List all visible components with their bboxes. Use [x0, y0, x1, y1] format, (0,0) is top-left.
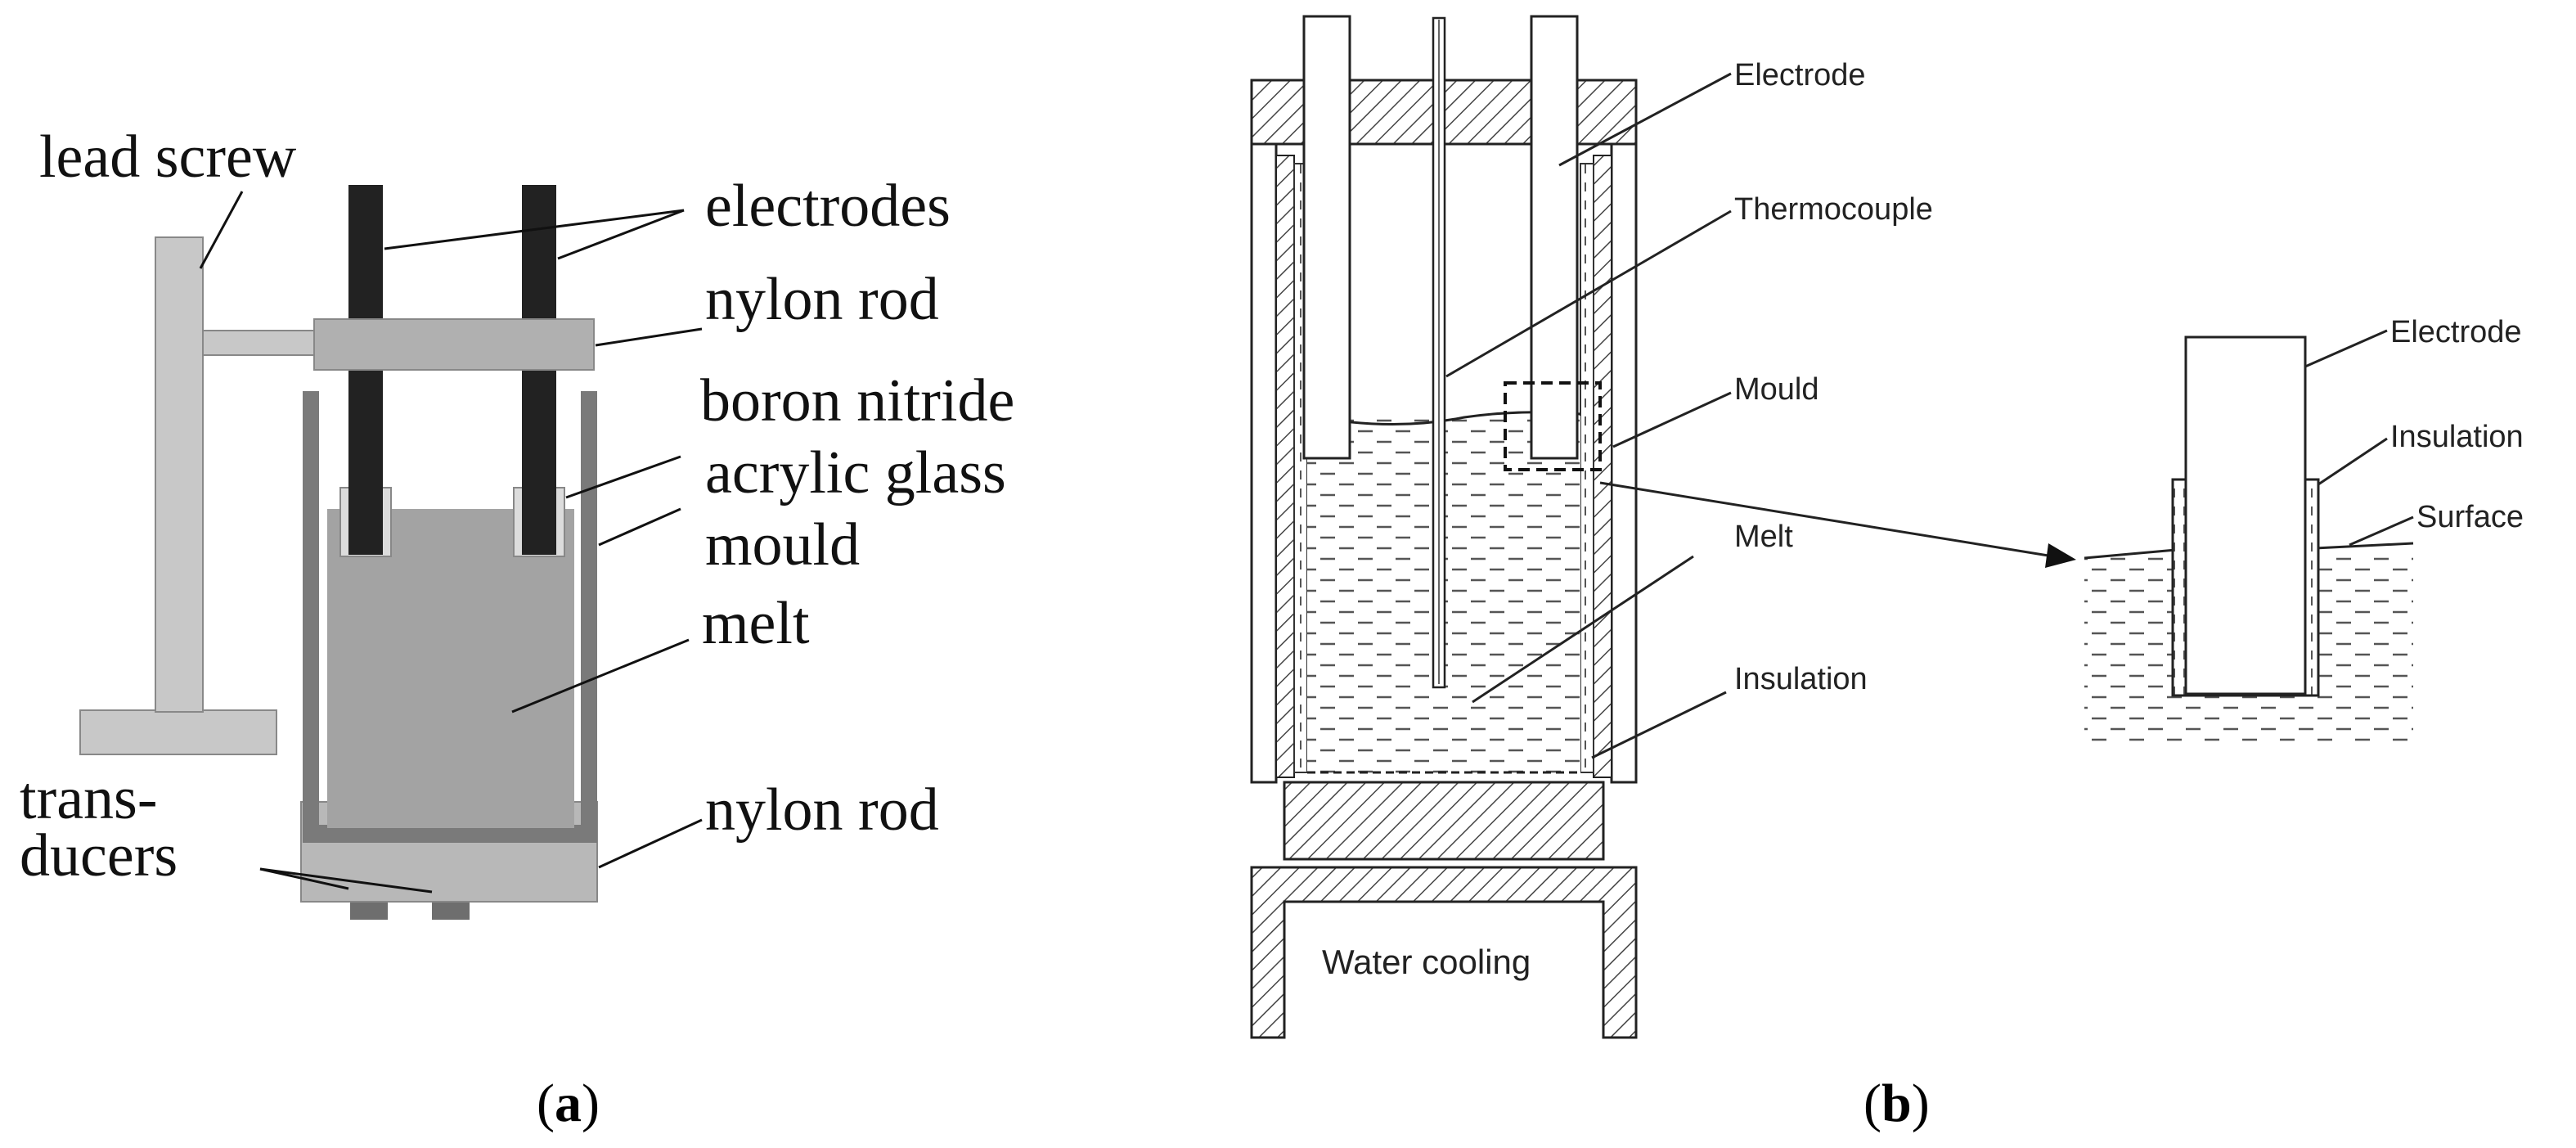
bottom-block — [1283, 781, 1605, 861]
label-transducers-1: trans- — [20, 765, 158, 832]
label-melt: melt — [702, 590, 810, 657]
detail-arrow-head — [2045, 543, 2076, 568]
label-nylon-rod-top: nylon rod — [705, 266, 939, 333]
water-cooling-block — [1250, 866, 1638, 1039]
mould-wall-left-b — [1275, 155, 1295, 778]
leader-insulation-b — [1591, 691, 1727, 759]
label-mould-b: Mould — [1734, 372, 1819, 407]
detail-view: Electrode Insulation Surface — [2084, 315, 2524, 746]
electrode-right-b — [1530, 15, 1579, 460]
electrode-left-b — [1302, 15, 1351, 460]
label-detail-electrode: Electrode — [2390, 315, 2522, 349]
leader-melt-b — [1472, 555, 1694, 704]
mould-wall-right — [581, 391, 597, 841]
mould-wall-left — [303, 391, 319, 841]
label-transducers-2: ducers — [20, 822, 178, 889]
detail-arrow-line — [1599, 481, 2054, 558]
outer-wall-right — [1610, 142, 1638, 784]
label-boron-nitride: boron nitride — [700, 367, 1014, 434]
leader-thermocouple-b — [1445, 209, 1732, 378]
label-insulation-b: Insulation — [1734, 662, 1868, 696]
caption-a-letter: a — [555, 1074, 582, 1133]
nylon-rod-top — [313, 318, 595, 371]
leader-detail-electrode — [2304, 329, 2388, 368]
label-nylon-rod-bottom: nylon rod — [705, 777, 939, 844]
leader-acrylic-glass — [598, 507, 681, 547]
label-acrylic-glass: acrylic glass — [705, 439, 1006, 506]
leader-melt — [511, 638, 690, 714]
leader-nylon-rod-bottom — [598, 818, 703, 869]
outer-wall-left — [1250, 142, 1278, 784]
detail-surface-line — [2084, 542, 2414, 560]
lead-screw-column — [155, 236, 204, 713]
panel-b: Water cooling Electrode Thermocouple Mou… — [1250, 15, 2524, 1039]
mould-wall-right-b — [1593, 155, 1612, 778]
leader-electrodes-1 — [384, 209, 685, 250]
leader-detail-insulation — [2318, 437, 2388, 486]
caption-b: (b) — [1863, 1074, 1930, 1133]
leader-boron-nitride — [565, 455, 681, 499]
label-mould: mould — [705, 511, 860, 579]
label-detail-surface: Surface — [2416, 500, 2524, 534]
detail-electrode — [2184, 335, 2307, 696]
leader-electrodes-2 — [557, 209, 685, 260]
mould-floor — [303, 825, 597, 843]
label-electrodes: electrodes — [705, 173, 951, 240]
label-melt-b: Melt — [1734, 520, 1793, 554]
label-detail-insulation: Insulation — [2390, 420, 2524, 454]
melt — [327, 509, 574, 828]
leader-lead-screw — [199, 191, 244, 269]
label-lead-screw: lead screw — [39, 124, 297, 191]
leader-transducers-1 — [259, 867, 349, 890]
leader-electrode-b — [1558, 72, 1732, 167]
label-water-cooling: Water cooling — [1322, 943, 1531, 981]
panel-a: lead screw electrodes nylon rod boron ni… — [20, 124, 1014, 920]
leader-detail-surface — [2349, 515, 2414, 547]
label-electrode-b: Electrode — [1734, 58, 1866, 92]
label-thermocouple-b: Thermocouple — [1734, 192, 1933, 227]
caption-a: (a) — [537, 1074, 600, 1133]
lead-screw-base — [79, 709, 277, 755]
leader-nylon-rod-top — [595, 327, 703, 347]
detail-box — [1504, 381, 1602, 471]
leader-mould-b — [1612, 391, 1732, 448]
caption-b-letter: b — [1881, 1074, 1912, 1133]
lead-screw-arm — [202, 330, 317, 356]
leader-transducers-2 — [259, 867, 433, 894]
